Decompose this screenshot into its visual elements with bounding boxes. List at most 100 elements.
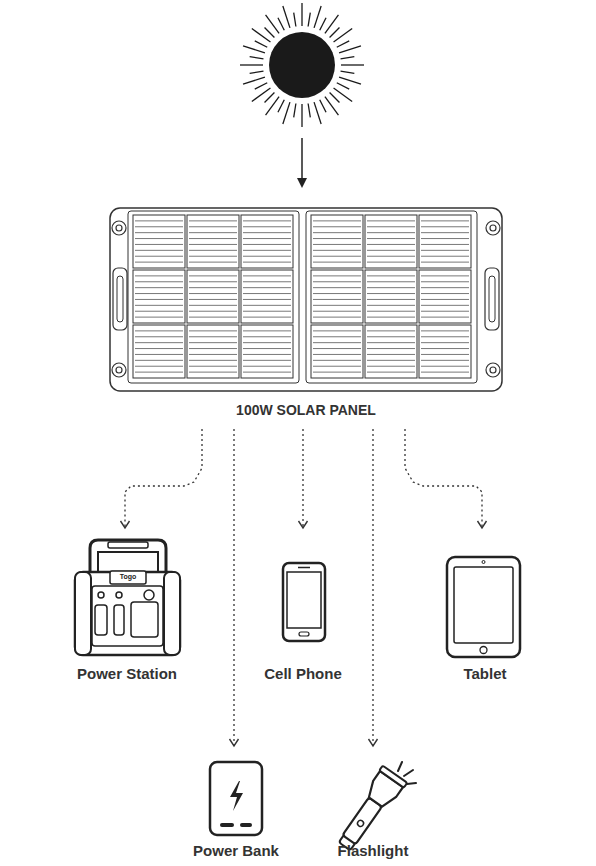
cell-stripe — [135, 348, 183, 349]
panel-grommet — [486, 363, 500, 377]
cell-stripe — [189, 238, 237, 239]
sun-ray — [320, 18, 326, 30]
cell-stripe — [189, 226, 237, 227]
cell-stripe — [421, 354, 469, 355]
light-ray — [398, 762, 402, 771]
solar-panel-drawing — [110, 208, 502, 391]
light-rays — [398, 762, 416, 784]
cell-stripe — [189, 287, 237, 288]
sun-ray — [330, 93, 340, 103]
cell-stripe — [367, 336, 415, 337]
sun-ray — [314, 102, 321, 124]
cell-stripe — [189, 305, 237, 306]
sun-ray — [252, 88, 271, 102]
cell-stripe — [421, 317, 469, 318]
cell-stripe — [189, 293, 237, 294]
station-bumper — [75, 572, 91, 655]
cell-stripe — [367, 299, 415, 300]
cell-stripe — [367, 354, 415, 355]
cell-stripe — [243, 372, 291, 373]
panel-grommet — [112, 221, 126, 235]
cell-stripe — [135, 293, 183, 294]
station-logo-plate — [110, 571, 146, 584]
cell-stripe — [135, 287, 183, 288]
cell-stripe — [189, 311, 237, 312]
panel-grommet-hole — [490, 225, 496, 231]
cell-stripe — [313, 317, 361, 318]
solar-cell — [187, 215, 239, 268]
cell-stripe — [421, 305, 469, 306]
sun-ray — [294, 104, 296, 118]
station-front — [92, 586, 163, 646]
sun-ray — [330, 28, 340, 38]
sun-ray — [334, 29, 353, 43]
cell-stripe — [313, 256, 361, 257]
cell-outline — [133, 325, 185, 378]
cell-outline — [241, 325, 293, 378]
cell-stripe — [243, 226, 291, 227]
cell-outline — [187, 215, 239, 268]
cell-stripe — [135, 305, 183, 306]
dotted-connector — [302, 429, 303, 528]
cell-stripe — [421, 336, 469, 337]
solar-cell — [419, 270, 471, 323]
cell-stripe — [421, 226, 469, 227]
cell-stripe — [421, 262, 469, 263]
cell-stripe — [243, 336, 291, 337]
cell-outline — [419, 270, 471, 323]
cell-stripe — [367, 330, 415, 331]
cell-stripe — [189, 244, 237, 245]
solar-cell — [311, 325, 363, 378]
solar-cell — [365, 325, 417, 378]
cell-stripe — [135, 336, 183, 337]
cell-stripe — [135, 250, 183, 251]
node-label: Power Station — [77, 665, 177, 683]
panel-grommet-hole — [490, 367, 496, 373]
cell-stripe — [313, 305, 361, 306]
light-ray — [404, 770, 413, 776]
solar-cell — [419, 325, 471, 378]
flashlight-icon — [332, 766, 407, 855]
cell-outline — [133, 215, 185, 268]
cell-stripe — [313, 250, 361, 251]
cell-stripe — [135, 342, 183, 343]
sun-ray — [240, 64, 263, 65]
cell-stripe — [367, 366, 415, 367]
cell-stripe — [135, 232, 183, 233]
cell-stripe — [313, 226, 361, 227]
cell-stripe — [135, 299, 183, 300]
sun-ray — [337, 83, 349, 89]
tablet-camera — [482, 561, 485, 564]
cell-stripe — [189, 372, 237, 373]
cell-stripe — [421, 330, 469, 331]
sun-ray — [337, 41, 349, 47]
cell-stripe — [243, 232, 291, 233]
flashlight-lens — [379, 766, 407, 788]
panel-grommet-hole — [116, 367, 122, 373]
cell-stripe — [243, 305, 291, 306]
cell-stripe — [243, 330, 291, 331]
cell-stripe — [243, 238, 291, 239]
sun-ray — [265, 93, 275, 103]
cell-stripe — [421, 366, 469, 367]
sun-ray — [308, 13, 310, 27]
cell-stripe — [243, 281, 291, 282]
solar-cell — [241, 215, 293, 268]
flashlight-body — [343, 797, 382, 844]
cell-stripe — [135, 311, 183, 312]
solar-cell — [365, 270, 417, 323]
dotted-connector — [125, 429, 202, 528]
cell-stripe — [243, 244, 291, 245]
device-node: Tablet — [435, 528, 535, 685]
cell-stripe — [367, 250, 415, 251]
panel-half — [306, 211, 477, 383]
cell-stripe — [135, 256, 183, 257]
cell-stripe — [135, 238, 183, 239]
cell-stripe — [189, 348, 237, 349]
cell-stripe — [135, 220, 183, 221]
cell-stripe — [421, 299, 469, 300]
cell-stripe — [135, 354, 183, 355]
panel-grommet — [112, 363, 126, 377]
cell-stripe — [367, 244, 415, 245]
